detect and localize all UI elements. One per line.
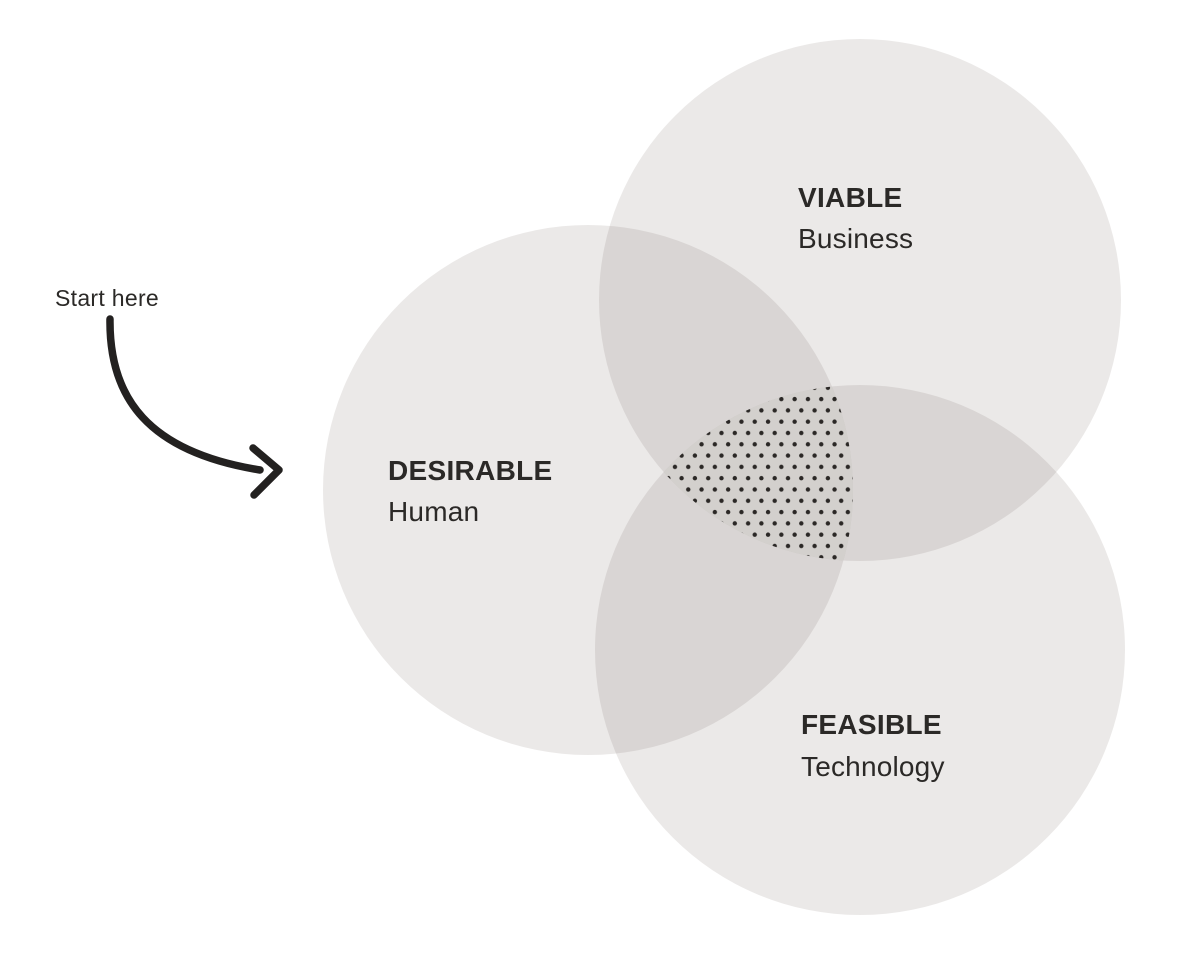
- feasible-title: FEASIBLE: [801, 709, 942, 740]
- start-here-arrow: [106, 315, 283, 499]
- viable-title: VIABLE: [798, 182, 902, 213]
- circle-desirable: [323, 225, 853, 755]
- desirable-title: DESIRABLE: [388, 455, 553, 486]
- viable-subtitle: Business: [798, 223, 913, 254]
- arrow-head-icon: [249, 444, 283, 499]
- feasible-subtitle: Technology: [801, 751, 945, 782]
- arrow-shaft: [106, 315, 264, 474]
- desirable-subtitle: Human: [388, 496, 479, 527]
- start-here-label: Start here: [55, 285, 159, 311]
